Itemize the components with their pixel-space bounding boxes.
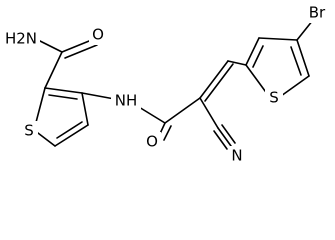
bond-calpha-cbeta-double [204, 63, 234, 102]
atom-nitrogen-nitrile: N [231, 147, 242, 165]
bond-c2-c3-inner [48, 94, 78, 100]
bond-calpha-cbeta [199, 60, 229, 99]
bond-c2-c3 [44, 87, 83, 94]
atom-bromine: Br [309, 4, 326, 22]
bonds [33, 19, 314, 150]
bond-c3-c4 [81, 92, 89, 126]
bond-camide-o-double [64, 44, 98, 59]
atom-sulfur-right: S [269, 89, 279, 107]
atom-oxygen-amide: O [92, 26, 104, 44]
atom-sulfur-left: S [24, 122, 34, 140]
bond-c2-camide [44, 51, 63, 89]
chemical-structure-diagram: H2N O S NH O N S Br [2, 3, 332, 166]
bond-c4-c5 [54, 124, 89, 147]
bond-c4prime-c5prime [296, 39, 310, 77]
bond-camide-n [37, 39, 63, 53]
bond-c2prime-c3prime-inner [252, 45, 264, 68]
atom-labels: H2N O S NH O N S Br [2, 3, 332, 166]
bond-c3prime-c4prime [258, 37, 298, 41]
bond-s-c2prime [245, 64, 269, 96]
bond-camide-o [61, 38, 95, 53]
atom-oxygen-carbonyl: O [146, 133, 158, 151]
bond-c4-c5-inner [56, 121, 83, 139]
bond-cn-triple-2 [221, 124, 236, 144]
bond-carbonyl-calpha [164, 97, 201, 124]
bond-cn-triple-1 [217, 127, 232, 147]
atom-nh: NH [115, 92, 138, 110]
bond-cbeta-c2prime [227, 60, 247, 66]
bond-carbonyl-o-double [163, 125, 172, 141]
bond-c4prime-br [296, 19, 314, 41]
atom-h2n: H2N [5, 30, 37, 48]
bond-c5prime-s [280, 75, 310, 97]
bond-c4prime-c5prime-inner [290, 46, 302, 76]
bond-c2prime-c3prime [245, 37, 260, 66]
bond-calpha-cn [199, 97, 219, 129]
bond-cn-triple-3 [213, 130, 228, 150]
